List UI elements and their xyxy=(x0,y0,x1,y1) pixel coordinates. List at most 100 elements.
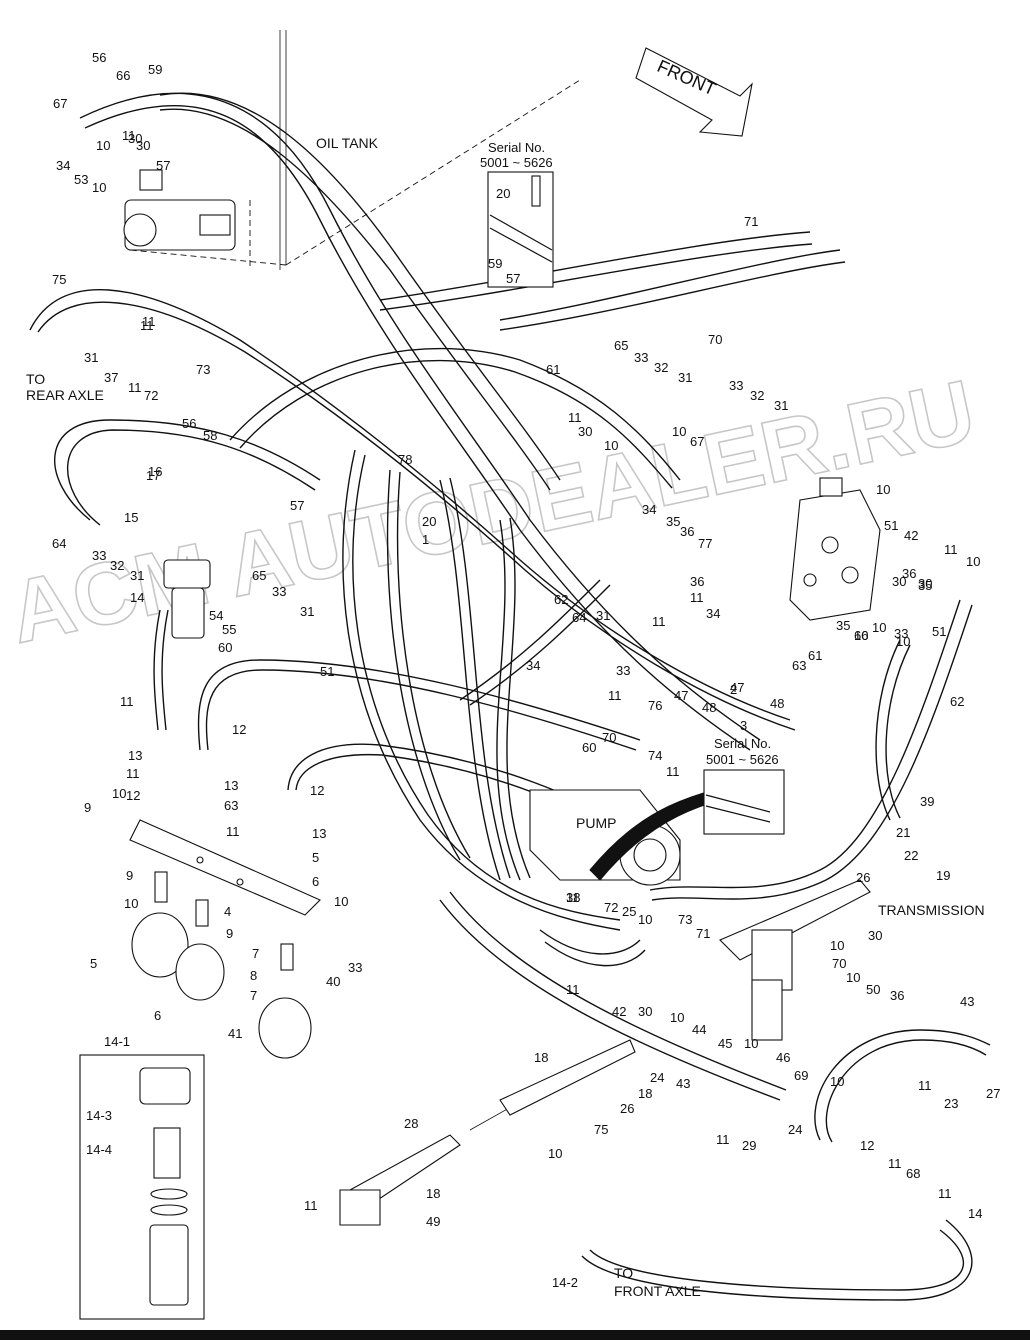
callout-number: 11 xyxy=(568,410,582,425)
callout-number: 12 xyxy=(126,788,140,803)
callout-number: 12 xyxy=(860,1138,874,1153)
callout-number: 10 xyxy=(92,180,106,195)
callout-number: 14-3 xyxy=(86,1108,112,1123)
callout-number: 14 xyxy=(968,1206,982,1221)
callout-number: 76 xyxy=(648,698,662,713)
callout-number: 12 xyxy=(310,783,324,798)
callout-number: 70 xyxy=(832,956,846,971)
callout-number: 11 xyxy=(888,1156,902,1171)
callout-number: 11 xyxy=(608,688,622,703)
callout-number: 60 xyxy=(218,640,232,655)
callout-number: 41 xyxy=(228,1026,242,1041)
callout-number: 9 xyxy=(84,800,91,815)
callout-number: 19 xyxy=(936,868,950,883)
callout-number: 11 xyxy=(690,590,704,605)
callout-number: 10 xyxy=(846,970,860,985)
callout-number: 63 xyxy=(224,798,238,813)
callout-number: 60 xyxy=(582,740,596,755)
callout-number: 10 xyxy=(830,938,844,953)
oil-tank-label: OIL TANK xyxy=(316,135,379,151)
callout-number: 45 xyxy=(718,1036,732,1051)
callout-number: 57 xyxy=(290,498,304,513)
callout-number: 30 xyxy=(638,1004,652,1019)
callout-number: 4 xyxy=(224,904,231,919)
callout-number: 57 xyxy=(506,271,520,286)
callout-number: 51 xyxy=(320,664,334,679)
callout-number: 12 xyxy=(232,722,246,737)
serial-inset-top: Serial No. 5001 ~ 5626 xyxy=(480,140,554,288)
callout-number: 53 xyxy=(74,172,88,187)
callout-number: 10 xyxy=(638,912,652,927)
callout-number: 74 xyxy=(648,748,662,763)
callout-number: 10 xyxy=(872,620,886,635)
callout-number: 30 xyxy=(918,576,932,591)
callout-number: 11 xyxy=(126,766,140,781)
callout-number: 68 xyxy=(906,1166,920,1181)
callout-number: 30 xyxy=(578,424,592,439)
callout-number: 31 xyxy=(130,568,144,583)
callout-number: 75 xyxy=(52,272,66,287)
callout-number: 54 xyxy=(209,608,223,623)
callout-number: 47 xyxy=(674,688,688,703)
to-rear-axle-label-1: TO xyxy=(26,371,45,387)
callout-number: 7 xyxy=(250,988,257,1003)
callout-number: 17 xyxy=(146,468,160,483)
bottom-border xyxy=(0,1330,1030,1340)
callout-number: 69 xyxy=(794,1068,808,1083)
callout-number: 47 xyxy=(730,680,744,695)
callout-number: 21 xyxy=(896,825,910,840)
transmission-label: TRANSMISSION xyxy=(878,902,985,918)
callout-number: 35 xyxy=(836,618,850,633)
callout-number: 11 xyxy=(944,542,958,557)
callout-number: 30 xyxy=(868,928,882,943)
callout-number: 33 xyxy=(272,584,286,599)
callout-number: 26 xyxy=(620,1101,634,1116)
front-arrow: FRONT xyxy=(635,47,753,137)
callout-number: 34 xyxy=(642,502,656,517)
callout-number: 6 xyxy=(312,874,319,889)
callout-number: 18 xyxy=(426,1186,440,1201)
callout-number: 3 xyxy=(740,718,747,733)
callout-number: 11 xyxy=(566,982,580,997)
callout-number: 16 xyxy=(148,464,162,479)
callout-number: 43 xyxy=(676,1076,690,1091)
callout-number: 36 xyxy=(690,574,704,589)
serial-inset-mid: Serial No. 5001 ~ 5626 xyxy=(703,736,785,835)
callout-number: 24 xyxy=(650,1070,664,1085)
callout-number: 6 xyxy=(154,1008,161,1023)
callout-number: 1 xyxy=(422,532,429,547)
callout-number: 44 xyxy=(692,1022,706,1037)
callout-number: 34 xyxy=(526,658,540,673)
callout-number: 64 xyxy=(52,536,66,551)
callout-number: 13 xyxy=(312,826,326,841)
callout-number: 73 xyxy=(196,362,210,377)
callout-number: 38 xyxy=(566,890,580,905)
callout-number: 59 xyxy=(488,256,502,271)
callout-number: 56 xyxy=(92,50,106,65)
callout-number: 10 xyxy=(124,896,138,911)
callout-number: 56 xyxy=(182,416,196,431)
callout-number: 32 xyxy=(654,360,668,375)
callout-number: 62 xyxy=(554,592,568,607)
filter-detail-inset xyxy=(79,1054,205,1320)
callout-number: 11 xyxy=(666,764,680,779)
callout-number: 36 xyxy=(902,566,916,581)
callout-number: 33 xyxy=(92,548,106,563)
to-front-axle-label-1: TO xyxy=(614,1265,633,1281)
tank-valve-block xyxy=(123,169,236,251)
callout-number: 32 xyxy=(750,388,764,403)
accumulators xyxy=(131,871,312,1059)
control-valve xyxy=(789,477,881,621)
callout-number: 33 xyxy=(348,960,362,975)
callout-number: 5 xyxy=(90,956,97,971)
callout-number: 18 xyxy=(638,1086,652,1101)
callout-number: 23 xyxy=(944,1096,958,1111)
callout-number: 32 xyxy=(110,558,124,573)
line-filter xyxy=(163,559,211,639)
callout-number: 65 xyxy=(252,568,266,583)
callout-number: 31 xyxy=(678,370,692,385)
callout-number: 63 xyxy=(792,658,806,673)
callout-number: 30 xyxy=(128,131,142,146)
callout-number: 61 xyxy=(546,362,560,377)
pump-label: PUMP xyxy=(576,815,616,831)
